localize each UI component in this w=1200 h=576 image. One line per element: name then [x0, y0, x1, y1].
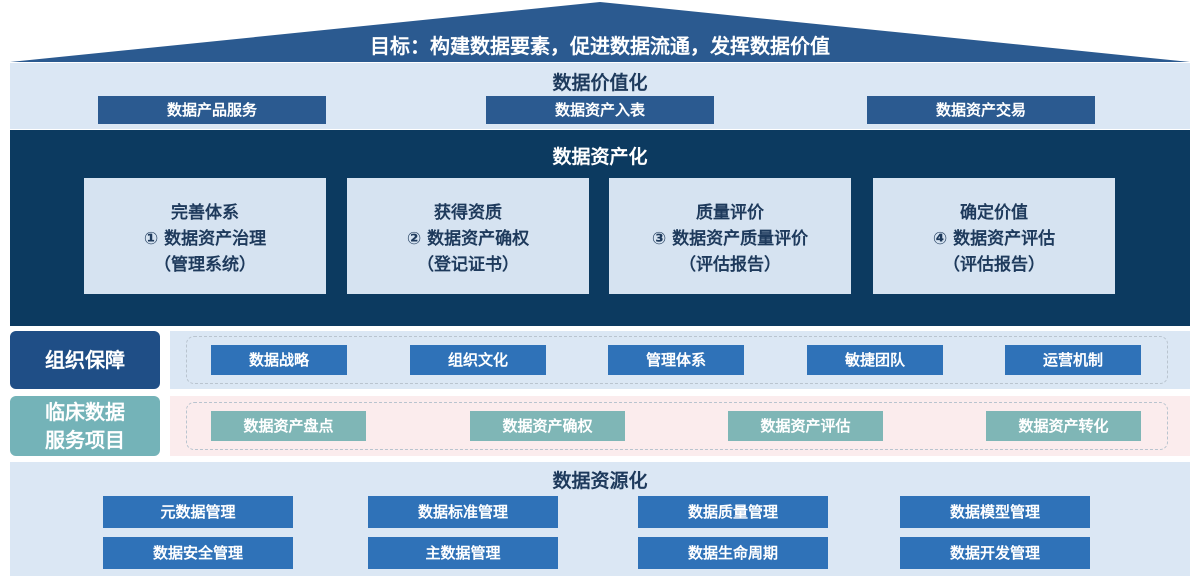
resource-item: 主数据管理	[368, 537, 558, 569]
asset-card-output: （管理系统）	[154, 255, 256, 275]
roof-shape	[10, 2, 1190, 62]
org-item: 组织文化	[410, 345, 546, 375]
value-layer-title: 数据价值化	[552, 72, 648, 94]
org-item: 数据战略	[211, 345, 347, 375]
resource-item: 数据标准管理	[368, 496, 558, 528]
goal-text: 目标：构建数据要素，促进数据流通，发挥数据价值	[370, 34, 830, 58]
value-item: 数据产品服务	[98, 96, 326, 124]
asset-card: 确定价值 ④ 数据资产评估 （评估报告）	[873, 178, 1115, 294]
value-item: 数据资产入表	[486, 96, 714, 124]
clinical-label-line1: 临床数据	[45, 400, 125, 424]
asset-card-output: （评估报告）	[679, 255, 781, 275]
asset-card-output: （登记证书）	[417, 255, 519, 275]
org-guarantee-label: 组织保障	[10, 331, 160, 389]
resource-item: 数据质量管理	[638, 496, 828, 528]
asset-layer: 数据资产化 完善体系 ① 数据资产治理 （管理系统） 获得资质 ② 数据资产确权…	[10, 130, 1190, 326]
clinical-item: 数据资产盘点	[211, 411, 366, 441]
resource-item: 数据开发管理	[900, 537, 1090, 569]
org-guarantee-frame	[186, 336, 1168, 384]
asset-card-step: ③ 数据资产质量评价	[651, 229, 809, 249]
resource-item: 数据生命周期	[638, 537, 828, 569]
asset-card: 质量评价 ③ 数据资产质量评价 （评估报告）	[609, 178, 851, 294]
org-item: 敏捷团队	[807, 345, 943, 375]
asset-card-step: ① 数据资产治理	[143, 229, 267, 249]
clinical-item: 数据资产确权	[470, 411, 625, 441]
clinical-item: 数据资产评估	[728, 411, 883, 441]
clinical-item: 数据资产转化	[986, 411, 1141, 441]
value-layer: 数据价值化 数据产品服务 数据资产入表 数据资产交易	[10, 63, 1190, 129]
clinical-label-line2: 服务项目	[45, 428, 125, 452]
asset-card-heading: 完善体系	[171, 203, 239, 223]
asset-card-heading: 质量评价	[696, 203, 764, 223]
value-item: 数据资产交易	[867, 96, 1095, 124]
asset-card: 获得资质 ② 数据资产确权 （登记证书）	[347, 178, 589, 294]
asset-card-heading: 确定价值	[960, 203, 1028, 223]
asset-layer-title: 数据资产化	[552, 146, 648, 168]
resource-layer-title: 数据资源化	[552, 470, 648, 492]
asset-card-step: ② 数据资产确权	[406, 229, 530, 249]
org-item: 运营机制	[1005, 345, 1141, 375]
resource-item: 数据安全管理	[103, 537, 293, 569]
resource-item: 数据模型管理	[900, 496, 1090, 528]
clinical-service-label: 临床数据 服务项目	[10, 396, 160, 456]
resource-item: 元数据管理	[103, 496, 293, 528]
asset-card-step: ④ 数据资产评估	[932, 229, 1056, 249]
org-item: 管理体系	[608, 345, 744, 375]
clinical-service-frame	[186, 402, 1168, 450]
roof-banner	[0, 0, 1200, 62]
asset-card-output: （评估报告）	[943, 255, 1045, 275]
asset-card-heading: 获得资质	[434, 203, 502, 223]
resource-layer: 数据资源化 元数据管理 数据标准管理 数据质量管理 数据模型管理 数据安全管理 …	[10, 462, 1190, 576]
asset-card: 完善体系 ① 数据资产治理 （管理系统）	[84, 178, 326, 294]
